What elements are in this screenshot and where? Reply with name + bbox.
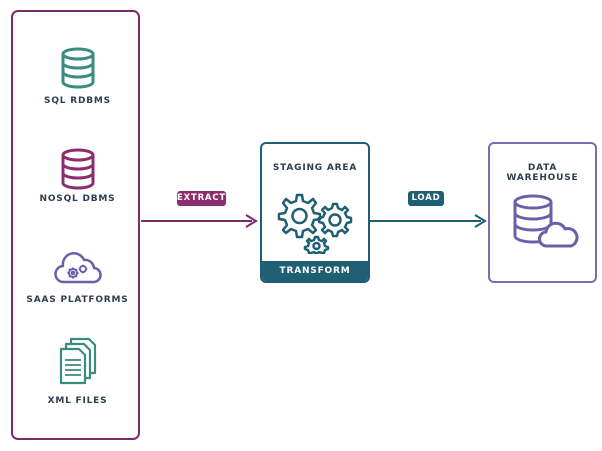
- transform-label: TRANSFORM: [262, 261, 368, 281]
- gears-icon: [277, 193, 353, 254]
- source-label: NOSQL DBMS: [39, 194, 116, 204]
- cloud-gears-icon: [53, 252, 102, 284]
- database-icon: [61, 148, 94, 190]
- source-label: SAAS PLATFORMS: [26, 295, 129, 305]
- sources-container: [11, 10, 140, 440]
- database-icon: [61, 47, 94, 89]
- source-sql-rdbms: SQL RDBMS: [11, 42, 144, 112]
- load-arrow: [370, 214, 487, 228]
- extract-label: EXTRACT: [177, 191, 226, 206]
- data-warehouse: DATA WAREHOUSE: [488, 142, 597, 283]
- documents-icon: [59, 337, 96, 385]
- source-label: SQL RDBMS: [44, 96, 111, 106]
- source-xml-files: XML FILES: [11, 337, 144, 412]
- load-label: LOAD: [408, 191, 444, 206]
- source-label: XML FILES: [47, 396, 108, 406]
- extract-arrow: [141, 214, 258, 228]
- warehouse-title: DATA WAREHOUSE: [506, 163, 579, 183]
- staging-title: STAGING AREA: [272, 163, 358, 173]
- staging-area: STAGING AREA TRANSFORM: [260, 142, 370, 283]
- source-nosql-dbms: NOSQL DBMS: [11, 145, 144, 215]
- database-cloud-icon: [513, 194, 579, 248]
- source-saas-platforms: SAAS PLATFORMS: [11, 245, 144, 315]
